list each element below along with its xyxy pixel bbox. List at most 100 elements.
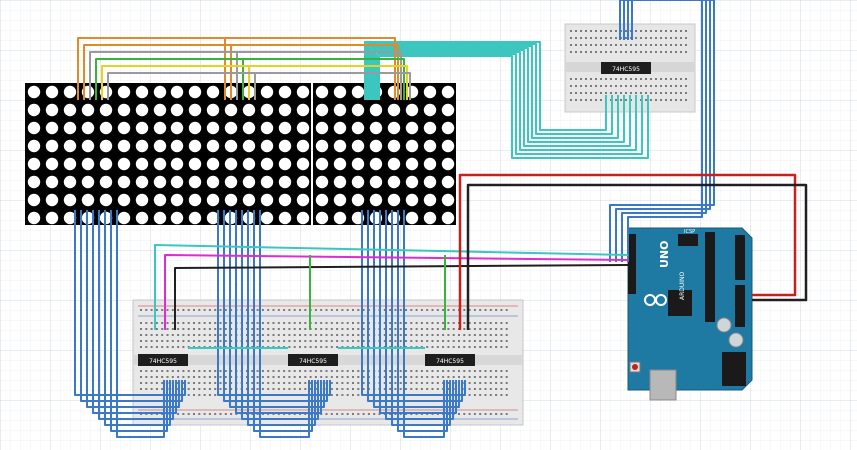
led-dot bbox=[441, 103, 455, 117]
led-dot bbox=[278, 121, 292, 135]
led-dot bbox=[99, 193, 113, 207]
led-dot bbox=[135, 193, 149, 207]
led-dot bbox=[170, 103, 184, 117]
led-dot bbox=[27, 121, 41, 135]
blue-row-wire bbox=[98, 210, 174, 420]
blue-row-wire bbox=[253, 210, 313, 432]
led-dot bbox=[278, 85, 292, 99]
bottom-chip-2: 74HC595 bbox=[288, 354, 338, 366]
blue-control-wire bbox=[627, 0, 703, 262]
led-dot bbox=[351, 175, 365, 189]
led-dot bbox=[135, 175, 149, 189]
reset-button[interactable] bbox=[632, 364, 638, 370]
blue-row-wire bbox=[361, 210, 466, 396]
led-dot bbox=[45, 85, 59, 99]
led-dot bbox=[117, 157, 131, 171]
led-dot bbox=[117, 175, 131, 189]
led-dot bbox=[81, 139, 95, 153]
led-dot bbox=[260, 121, 274, 135]
led-dot bbox=[351, 103, 365, 117]
led-dot bbox=[441, 157, 455, 171]
led-dot bbox=[81, 175, 95, 189]
led-dot bbox=[333, 139, 347, 153]
blue-row-wire bbox=[259, 210, 310, 438]
led-dot bbox=[153, 193, 167, 207]
led-dot bbox=[423, 211, 437, 225]
blue-row-wire bbox=[229, 210, 325, 408]
blue-row-wire bbox=[116, 210, 165, 438]
led-dot bbox=[260, 103, 274, 117]
led-matrix-panels bbox=[25, 83, 456, 225]
cyan-column-wire bbox=[376, 53, 643, 155]
cyan-column-wire bbox=[370, 47, 625, 143]
led-dot bbox=[405, 193, 419, 207]
led-dot bbox=[153, 103, 167, 117]
led-dot bbox=[45, 211, 59, 225]
led-dot bbox=[99, 175, 113, 189]
led-dot bbox=[387, 193, 401, 207]
led-dot bbox=[333, 85, 347, 99]
led-dot bbox=[296, 157, 310, 171]
led-dot bbox=[405, 121, 419, 135]
led-dot bbox=[405, 139, 419, 153]
led-dot bbox=[423, 157, 437, 171]
led-dot bbox=[135, 157, 149, 171]
led-dot bbox=[369, 139, 383, 153]
led-dot bbox=[81, 193, 95, 207]
wires-layer bbox=[74, 0, 808, 438]
blue-row-wire bbox=[373, 210, 460, 408]
led-dot bbox=[423, 121, 437, 135]
led-dot bbox=[278, 157, 292, 171]
led-dot bbox=[387, 103, 401, 117]
led-dot bbox=[63, 121, 77, 135]
led-dot bbox=[135, 85, 149, 99]
clock-wire bbox=[174, 264, 629, 330]
led-dot bbox=[441, 175, 455, 189]
led-dot bbox=[170, 175, 184, 189]
led-dot bbox=[188, 85, 202, 99]
led-dot bbox=[441, 139, 455, 153]
led-dot bbox=[333, 121, 347, 135]
led-dot bbox=[351, 139, 365, 153]
column-wire bbox=[101, 65, 408, 100]
led-dot bbox=[117, 139, 131, 153]
led-dot bbox=[81, 121, 95, 135]
led-matrix-3 bbox=[313, 83, 456, 225]
led-dot bbox=[27, 193, 41, 207]
led-dot bbox=[369, 175, 383, 189]
blue-row-wire bbox=[223, 210, 328, 402]
blue-control-wire bbox=[615, 0, 711, 262]
led-dot bbox=[260, 139, 274, 153]
led-dot bbox=[170, 211, 184, 225]
bottom-chip-2-label: 74HC595 bbox=[299, 358, 327, 365]
led-dot bbox=[387, 175, 401, 189]
blue-row-wire bbox=[104, 210, 171, 426]
blue-row-wire bbox=[110, 210, 168, 432]
led-dot bbox=[387, 139, 401, 153]
led-dot bbox=[45, 175, 59, 189]
led-dot bbox=[242, 121, 256, 135]
led-dot bbox=[45, 157, 59, 171]
cyan-column-wire bbox=[366, 43, 613, 135]
led-dot bbox=[224, 139, 238, 153]
led-dot bbox=[135, 103, 149, 117]
led-dot bbox=[206, 121, 220, 135]
led-dot bbox=[153, 175, 167, 189]
top-chip-label: 74HC595 bbox=[612, 66, 640, 73]
led-dot bbox=[315, 175, 329, 189]
led-dot bbox=[242, 175, 256, 189]
led-dot bbox=[206, 193, 220, 207]
led-dot bbox=[260, 211, 274, 225]
arduino-infinity-logo bbox=[644, 294, 667, 306]
led-dot bbox=[369, 121, 383, 135]
led-dot bbox=[242, 157, 256, 171]
led-dot bbox=[27, 175, 41, 189]
led-dot bbox=[45, 121, 59, 135]
led-dot bbox=[441, 211, 455, 225]
led-dot bbox=[242, 103, 256, 117]
led-dot bbox=[423, 103, 437, 117]
led-dot bbox=[45, 139, 59, 153]
led-dot bbox=[315, 103, 329, 117]
led-dot bbox=[369, 157, 383, 171]
